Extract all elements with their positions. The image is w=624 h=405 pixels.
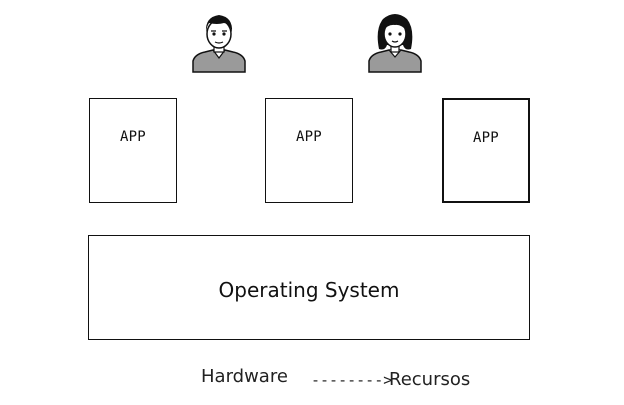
arrow-connector: --------> bbox=[311, 371, 393, 389]
female-user-icon bbox=[368, 14, 422, 73]
app-box: APP bbox=[442, 98, 530, 203]
operating-system-box: Operating System bbox=[88, 235, 530, 340]
app-box: APP bbox=[265, 98, 353, 203]
app-label: APP bbox=[120, 129, 146, 145]
resources-label: Recursos bbox=[389, 369, 471, 390]
app-label: APP bbox=[296, 129, 322, 145]
hardware-label: Hardware bbox=[201, 366, 288, 387]
operating-system-label: Operating System bbox=[218, 278, 400, 302]
male-user-icon bbox=[192, 15, 246, 73]
app-box: APP bbox=[89, 98, 177, 203]
app-label: APP bbox=[473, 130, 499, 146]
